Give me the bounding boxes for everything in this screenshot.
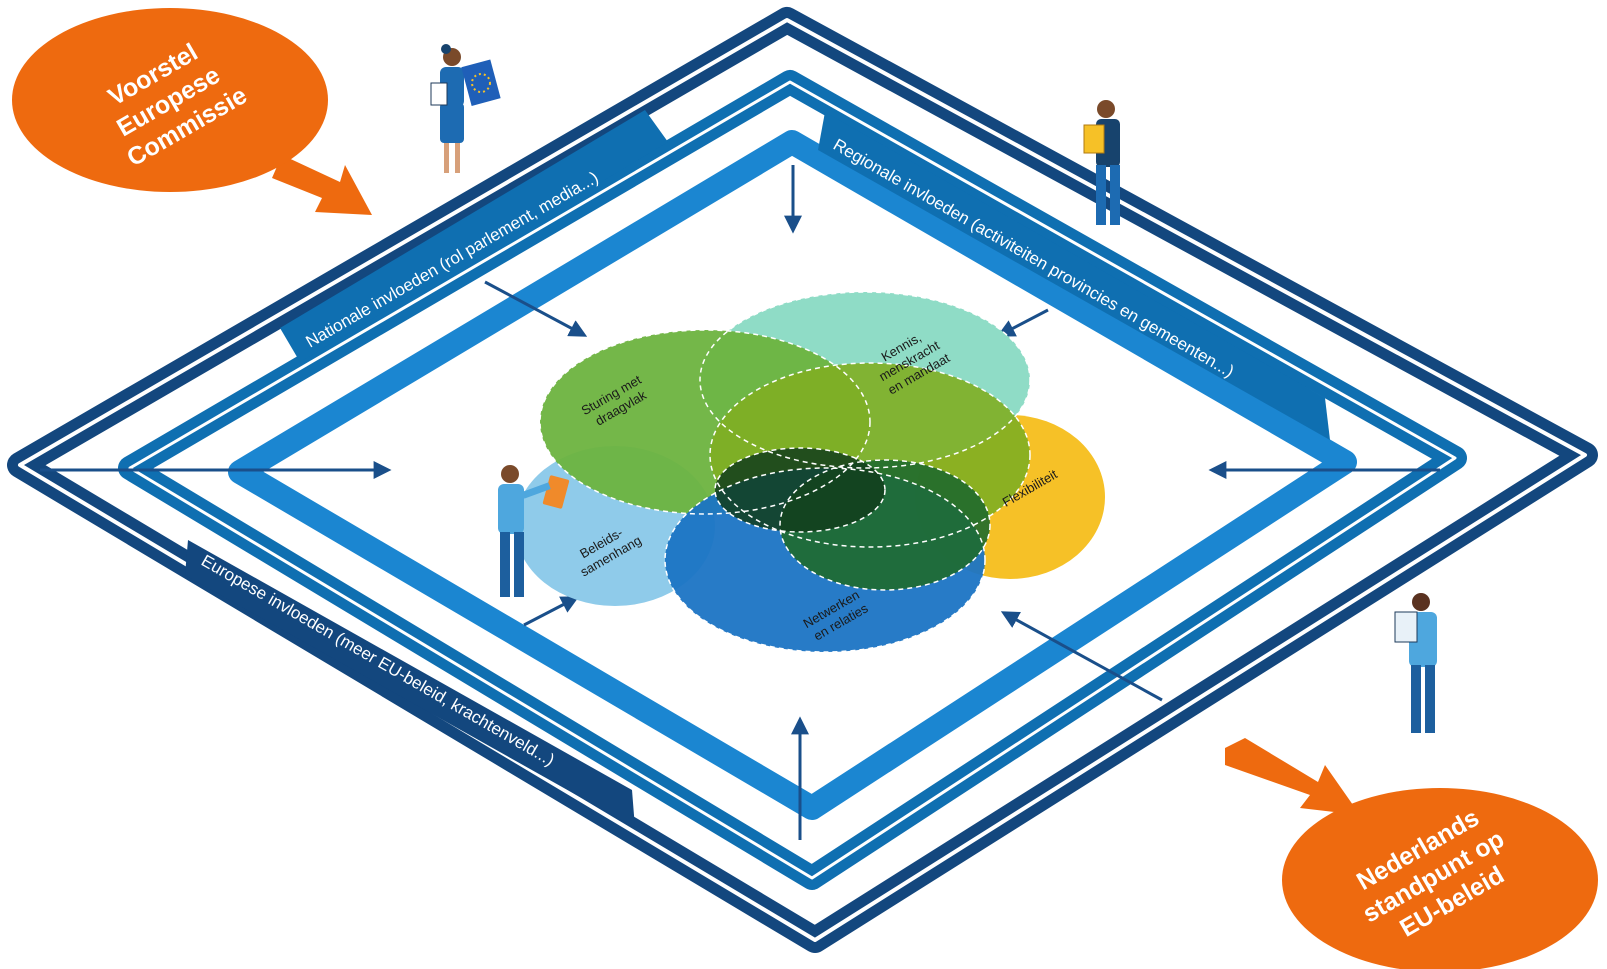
person-with-document-icon xyxy=(1083,100,1120,225)
influence-arrows xyxy=(40,165,1440,840)
outer-frame xyxy=(7,7,1598,953)
person-with-tablet-icon xyxy=(498,465,570,597)
end-bubble-arrow xyxy=(1225,738,1360,815)
start-bubble-arrow xyxy=(272,155,372,215)
person-holding-eu-flag-icon xyxy=(430,44,501,173)
start-bubble: Voorstel Europese Commissie xyxy=(12,8,372,215)
arrow-top-right xyxy=(996,308,1049,337)
arrow-bottom-left xyxy=(523,596,580,627)
arrow-bottom-right xyxy=(1000,611,1163,702)
venn-diagram: Sturing met draagvlak Kennis, menskracht… xyxy=(515,291,1105,653)
arrow-top-left xyxy=(484,280,588,337)
person-with-clipboard-icon xyxy=(1394,593,1437,733)
middle-frame xyxy=(118,70,1467,890)
end-bubble: Nederlands standpunt op EU-beleid xyxy=(1225,738,1598,969)
